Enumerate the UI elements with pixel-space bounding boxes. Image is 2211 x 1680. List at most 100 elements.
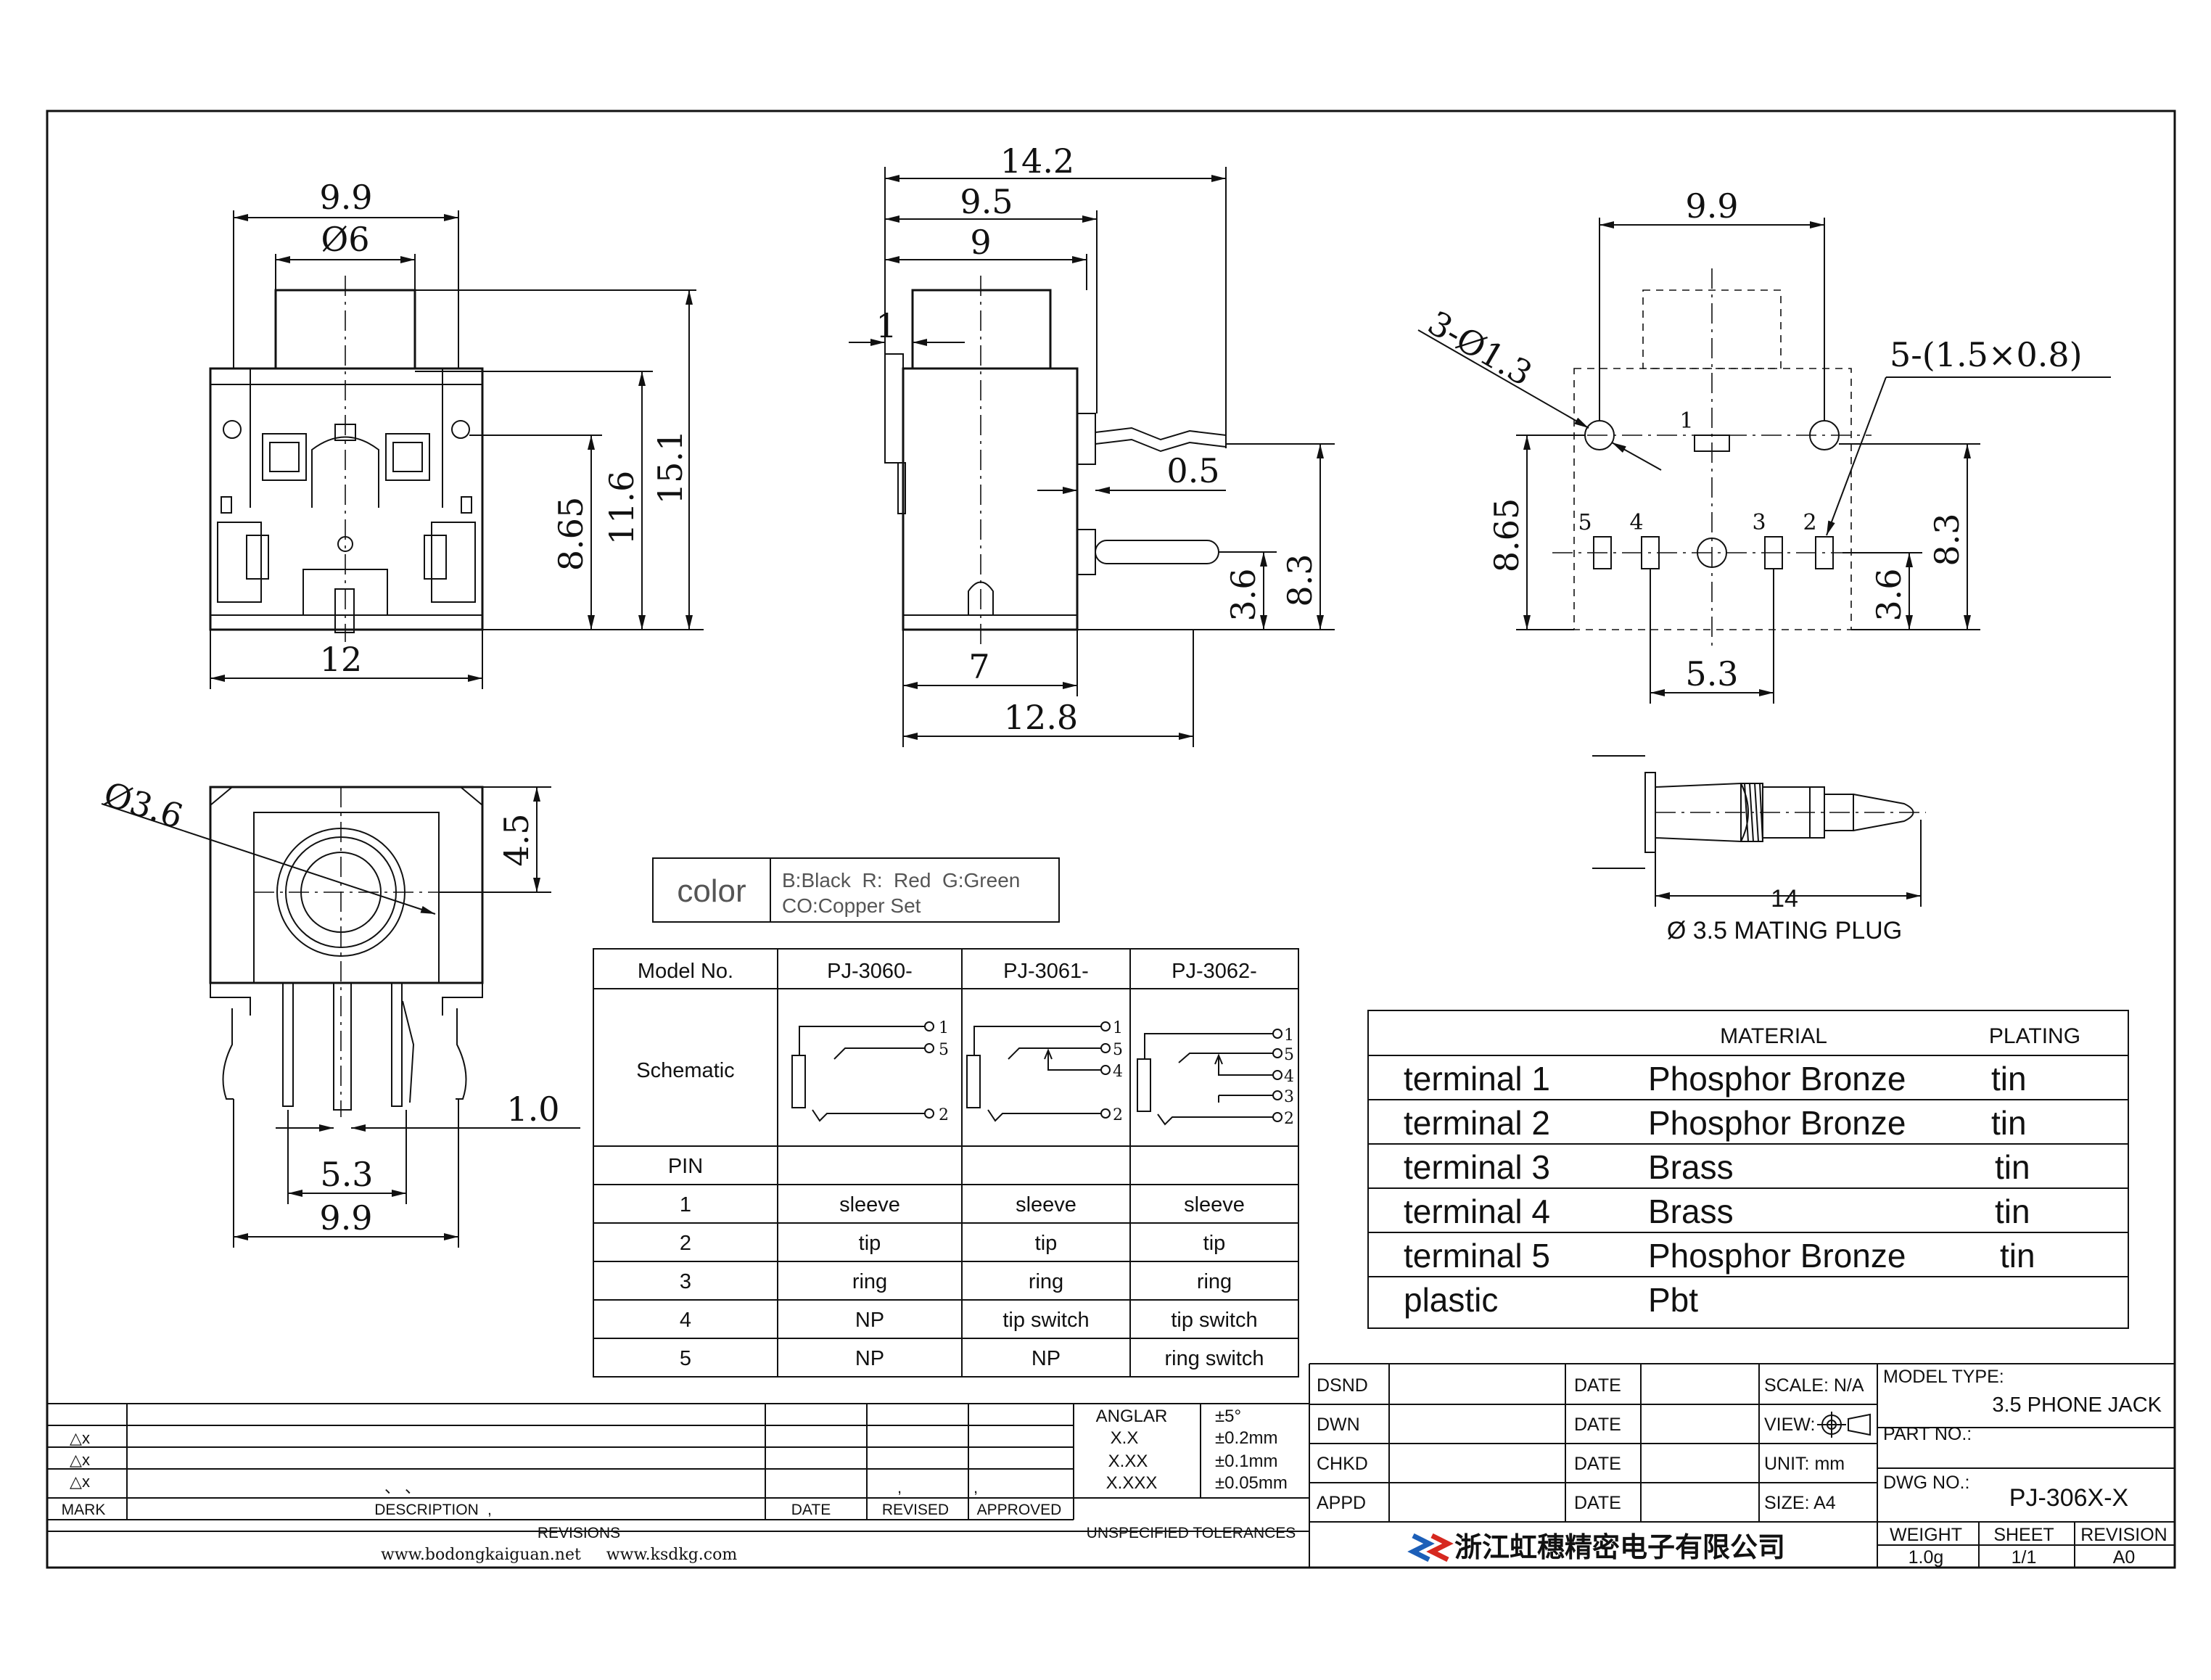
tol-angle-value: ±5° xyxy=(1215,1407,1241,1426)
dim-top-h-r1: 8.3 xyxy=(1927,513,1967,566)
pin-row-4-pin: 4 xyxy=(680,1309,691,1332)
signoff-unit: UNIT: mm xyxy=(1764,1454,1845,1474)
color-box: color B:Black R: Red G:Green CO:Copper S… xyxy=(652,857,1060,923)
pin-row-2-b: tip xyxy=(1035,1232,1058,1255)
pin-row-1-pin: 1 xyxy=(680,1193,691,1216)
signoff-dsnd-date: DATE xyxy=(1574,1375,1621,1396)
dim-bottom-w2: 9.9 xyxy=(319,1198,372,1238)
pin-row-5-a: NP xyxy=(855,1347,884,1370)
sheet-value: 1/1 xyxy=(2012,1547,2037,1568)
rev-dots-desc: 、 、 xyxy=(384,1478,421,1496)
dim-side-h1: 3.6 xyxy=(1224,568,1263,621)
rev-approved-label: APPROVED xyxy=(977,1502,1062,1518)
mat-row-3-material: Brass xyxy=(1648,1148,1734,1186)
side-view: 14.2 9.5 9 1 0.5 3.6 8.3 7 12.8 xyxy=(849,141,1335,747)
dim-side-w1: 14.2 xyxy=(1000,141,1074,181)
top-pin-1: 1 xyxy=(1679,408,1693,434)
revision-value: A0 xyxy=(2113,1547,2136,1568)
signoff-chkd-date: DATE xyxy=(1574,1454,1621,1474)
pin-row-3-a: ring xyxy=(852,1270,887,1293)
pin-table-model-a: PJ-3060- xyxy=(827,960,913,983)
pin-row-4-c: tip switch xyxy=(1171,1309,1257,1332)
tol-xx-value: ±0.2mm xyxy=(1215,1428,1278,1448)
pin-row-3-c: ring xyxy=(1197,1270,1232,1293)
schematic-c: 1 5 4 3 2 xyxy=(1137,1026,1294,1128)
dim-side-w3: 9 xyxy=(970,223,991,262)
tolerances-title: UNSPECIFIED TOLERANCES xyxy=(1087,1525,1296,1541)
signoff-size: SIZE: A4 xyxy=(1764,1493,1836,1513)
dim-top-h-r2: 3.6 xyxy=(1869,568,1909,621)
sheet-label: SHEET xyxy=(1993,1525,2054,1545)
signoff-appd-date: DATE xyxy=(1574,1493,1621,1513)
color-line2: CO:Copper Set xyxy=(782,894,921,917)
rev-row-2-mark: △x xyxy=(70,1451,90,1469)
signoff-dwn-date: DATE xyxy=(1574,1415,1621,1435)
mat-row-5-material: Phosphor Bronze xyxy=(1648,1237,1906,1275)
tolerances-block: ANGLAR ±5° X.X ±0.2mm X.XX ±0.1mm X.XXX … xyxy=(1087,1404,1296,1541)
signoff-scale: SCALE: N/A xyxy=(1764,1375,1864,1396)
projection-view-icon xyxy=(1817,1412,1871,1438)
color-label: color xyxy=(677,873,746,909)
pin-row-3-pin: 3 xyxy=(680,1270,691,1293)
pin-table: Model No. PJ-3060- PJ-3061- PJ-3062- Sch… xyxy=(593,948,1299,1378)
signoff-block: DSND DATE SCALE: N/A DWN DATE VIEW: CHKD… xyxy=(1309,1363,2175,1568)
dim-front-h3: 15.1 xyxy=(651,430,690,504)
top-pin-2: 2 xyxy=(1803,510,1816,535)
pin-row-4-a: NP xyxy=(855,1309,884,1332)
dim-bottom-w1: 5.3 xyxy=(320,1155,373,1194)
dim-side-t: 1 xyxy=(876,306,897,345)
pin-row-5-b: NP xyxy=(1032,1347,1061,1370)
pin-row-4-b: tip switch xyxy=(1002,1309,1089,1332)
sch-c-pin-5: 5 xyxy=(1284,1046,1294,1064)
dim-front-h2: 11.6 xyxy=(602,471,641,545)
pin-table-model-b: PJ-3061- xyxy=(1003,960,1089,983)
revisions-block: △x △x △x 、 、 , , MARK DESCRIPTION , DATE… xyxy=(47,1364,1310,1568)
mat-row-1-part: terminal 1 xyxy=(1404,1060,1550,1098)
title-block: MODEL TYPE: 3.5 PHONE JACK PART NO.: DWG… xyxy=(1877,1367,2175,1568)
dim-bottom-h: 4.5 xyxy=(497,813,536,866)
mat-row-6-material: Pbt xyxy=(1648,1281,1698,1319)
revisions-title: REVISIONS xyxy=(538,1525,620,1541)
mating-plug: 14 Ø 3.5 MATING PLUG xyxy=(1592,755,1926,944)
top-pin-3: 3 xyxy=(1752,510,1766,535)
dim-front-width-bottom: 12 xyxy=(320,640,363,679)
sheet-border xyxy=(46,110,2176,1569)
rev-date-label: DATE xyxy=(791,1502,831,1518)
dim-side-h2: 8.3 xyxy=(1280,553,1319,606)
mat-row-2-plating: tin xyxy=(1991,1104,2027,1142)
pin-row-2-pin: 2 xyxy=(680,1232,691,1255)
plating-header: PLATING xyxy=(1989,1024,2080,1048)
sch-c-pin-4: 4 xyxy=(1284,1068,1294,1086)
rev-description-label: DESCRIPTION xyxy=(374,1502,479,1518)
signoff-dwn: DWN xyxy=(1317,1415,1360,1435)
top-pin-5: 5 xyxy=(1578,510,1592,535)
rev-dots-revised: , xyxy=(897,1478,902,1496)
material-table: MATERIAL PLATING terminal 1 Phosphor Bro… xyxy=(1367,1010,2129,1329)
color-line1: B:Black R: Red G:Green xyxy=(782,869,1020,892)
pin-table-model-label: Model No. xyxy=(638,960,733,983)
rev-revised-label: REVISED xyxy=(882,1502,949,1518)
schematic-a: 1 5 2 xyxy=(791,1019,949,1124)
tol-xxx-value: ±0.1mm xyxy=(1215,1452,1278,1471)
pin-row-5-pin: 5 xyxy=(680,1347,691,1370)
weight-label: WEIGHT xyxy=(1890,1525,1962,1545)
rev-dots-approved: , xyxy=(973,1478,978,1496)
signoff-chkd: CHKD xyxy=(1317,1454,1368,1474)
sch-a-pin-2: 2 xyxy=(939,1106,949,1124)
tol-xxxx-value: ±0.05mm xyxy=(1215,1473,1288,1493)
pin-row-5-c: ring switch xyxy=(1165,1347,1264,1370)
bottom-view: Ø3.6 4.5 1.0 5.3 9.9 xyxy=(99,774,580,1248)
mat-row-4-plating: tin xyxy=(1995,1193,2030,1230)
material-header: MATERIAL xyxy=(1720,1024,1827,1048)
tol-xxx-label: X.XX xyxy=(1108,1452,1148,1471)
sch-c-pin-3: 3 xyxy=(1284,1088,1294,1106)
sch-b-pin-4: 4 xyxy=(1113,1063,1123,1081)
dim-top-width: 9.9 xyxy=(1685,186,1738,226)
dim-front-phi: Ø6 xyxy=(321,220,370,259)
top-pin-4: 4 xyxy=(1629,510,1643,535)
mat-row-3-plating: tin xyxy=(1995,1148,2030,1186)
mat-row-4-part: terminal 4 xyxy=(1404,1193,1550,1230)
front-view: 9.9 Ø6 8.65 11.6 15.1 12 xyxy=(209,178,704,689)
dim-front-width-top: 9.9 xyxy=(319,178,372,217)
signoff-appd: APPD xyxy=(1317,1493,1366,1513)
